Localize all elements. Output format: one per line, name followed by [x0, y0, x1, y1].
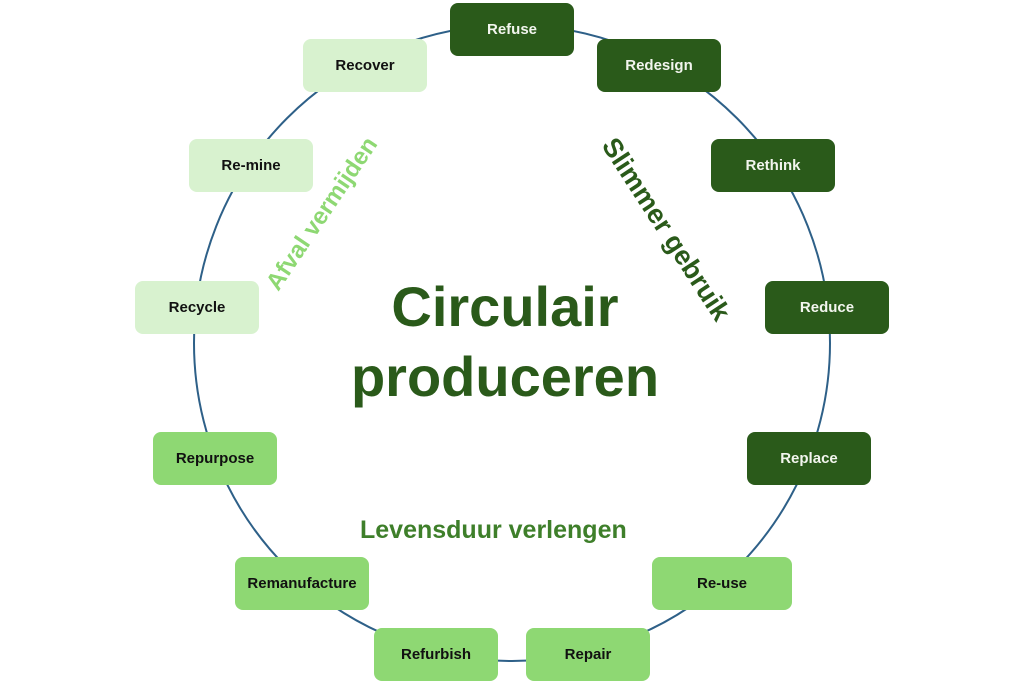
step-label: Refurbish — [400, 646, 471, 663]
title-line-1: Circulair — [391, 275, 619, 338]
title-line-2: produceren — [350, 345, 660, 408]
step-reduce[interactable]: Reduce — [765, 281, 889, 334]
step-replace[interactable]: Replace — [747, 432, 871, 485]
step-repurpose[interactable]: Repurpose — [153, 432, 277, 485]
category-label-levensduur-verlengen: Levensduur verlengen — [360, 516, 627, 544]
step-recover[interactable]: Recover — [303, 39, 427, 92]
step-label: Repurpose — [175, 450, 255, 467]
step-label: Re-mine — [221, 157, 281, 174]
step-refurbish[interactable]: Refurbish — [374, 628, 498, 681]
step-label: Rethink — [745, 157, 801, 174]
step-label: Redesign — [625, 57, 693, 74]
step-re-mine[interactable]: Re-mine — [189, 139, 313, 192]
step-label: Recover — [335, 57, 395, 74]
step-label: Remanufacture — [247, 575, 357, 592]
step-label: Re-use — [696, 575, 748, 592]
step-label: Replace — [780, 450, 838, 467]
step-label: Repair — [564, 646, 612, 663]
step-label: Reduce — [799, 299, 855, 316]
step-remanufacture[interactable]: Remanufacture — [235, 557, 369, 610]
step-refuse[interactable]: Refuse — [450, 3, 574, 56]
diagram-title: Circulair produceren — [330, 272, 680, 412]
step-rethink[interactable]: Rethink — [711, 139, 835, 192]
step-repair[interactable]: Repair — [526, 628, 650, 681]
step-recycle[interactable]: Recycle — [135, 281, 259, 334]
step-redesign[interactable]: Redesign — [597, 39, 721, 92]
step-label: Recycle — [168, 299, 226, 316]
step-re-use[interactable]: Re-use — [652, 557, 792, 610]
step-label: Refuse — [486, 21, 538, 38]
